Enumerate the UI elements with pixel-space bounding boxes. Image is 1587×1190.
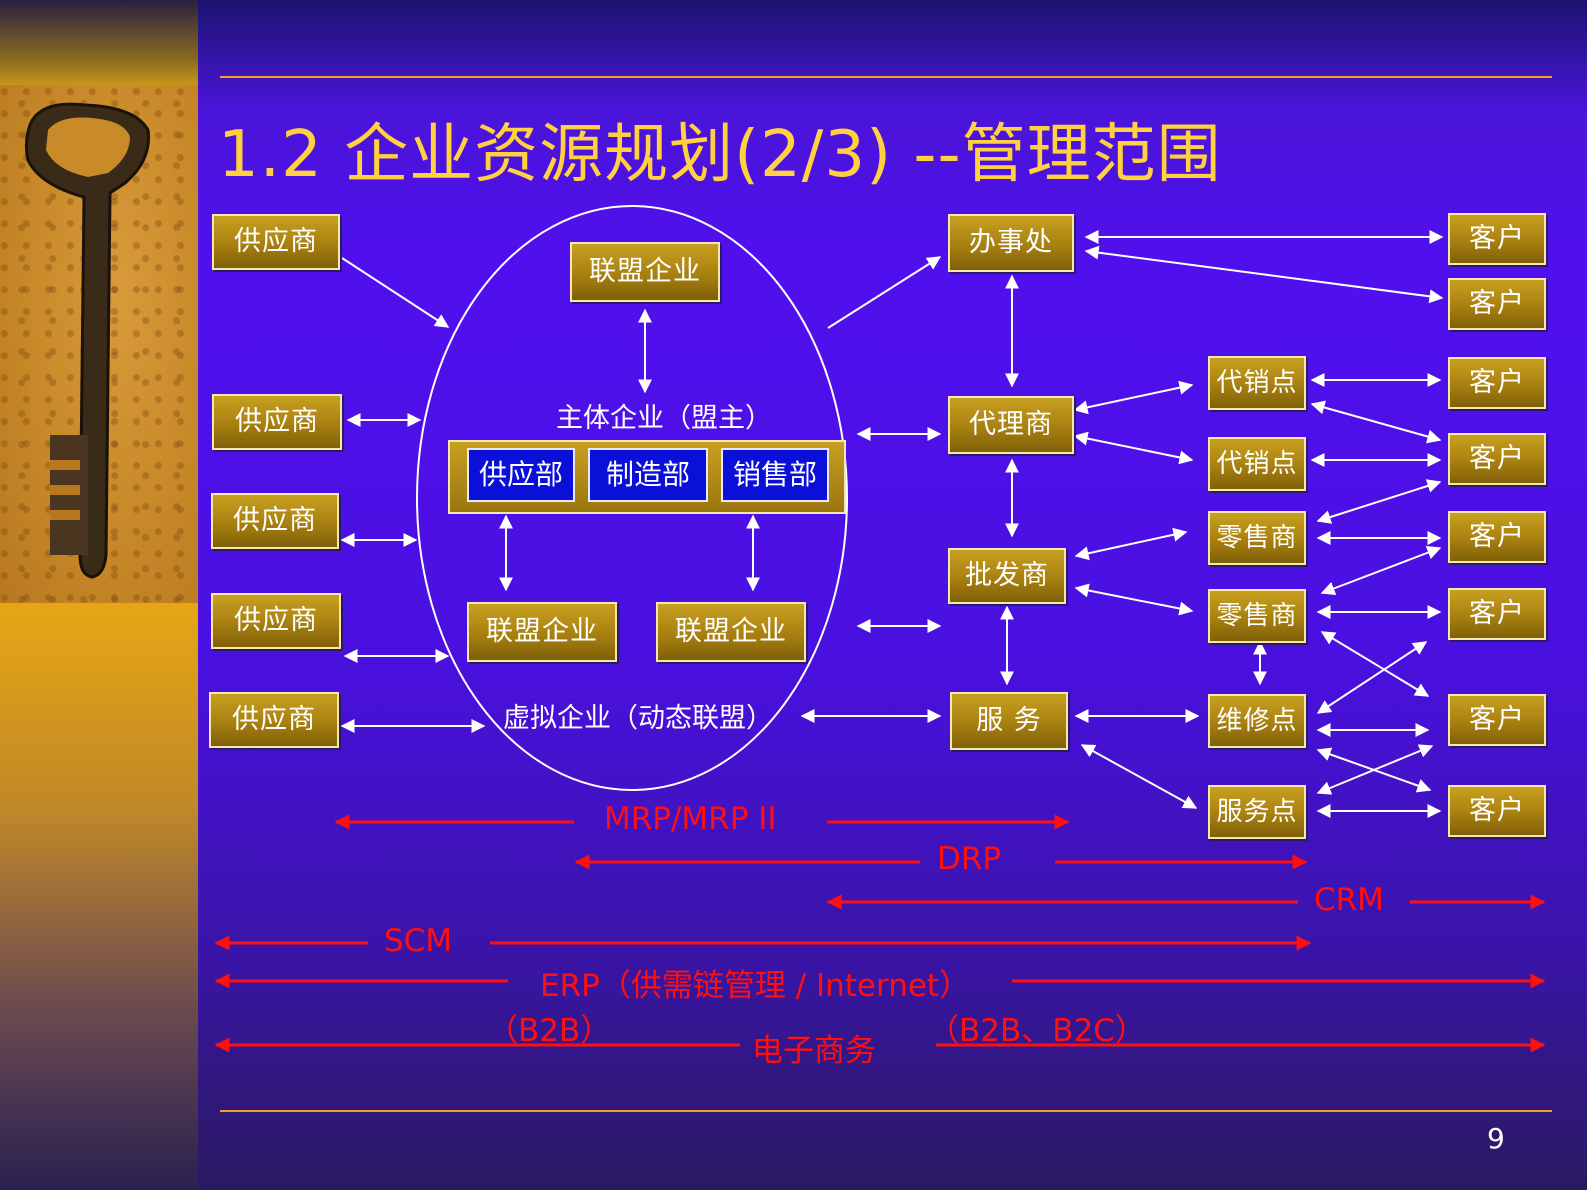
mrp-label: MRP/MRP II (604, 801, 777, 837)
ecommerce-label: 电子商务 (752, 1033, 876, 1069)
supply-department: 供应部 (467, 448, 575, 502)
customer-box: 客户 (1448, 694, 1546, 746)
arrow-retail-customer-5 (1320, 631, 1430, 697)
virtual-enterprise-label: 虚拟企业（动态联盟） (503, 703, 773, 734)
manufacturing-department: 制造部 (588, 448, 708, 502)
customer-box: 客户 (1448, 588, 1546, 640)
bottom-rule (220, 1110, 1552, 1112)
arrow-retail-customer-1 (1316, 479, 1442, 524)
consignment-outlet-box: 代销点 (1208, 437, 1306, 491)
supplier-box: 供应商 (209, 692, 339, 748)
slide-title: 1.2 企业资源规划(2/3) --管理范围 (218, 118, 1222, 192)
consignment-outlet-box: 代销点 (1208, 356, 1306, 410)
page-number: 9 (1487, 1122, 1505, 1155)
customer-box: 客户 (1448, 511, 1546, 563)
customer-box: 客户 (1448, 433, 1546, 485)
repair-point-box: 维修点 (1208, 694, 1306, 748)
key-photo-icon (0, 85, 198, 603)
arrow-wholesaler-retailer-1 (1074, 527, 1188, 561)
customer-box: 客户 (1448, 357, 1546, 409)
retailer-box: 零售商 (1208, 511, 1306, 565)
customer-box: 客户 (1448, 213, 1546, 265)
customer-box: 客户 (1448, 278, 1546, 330)
virtual-enterprise-ellipse (416, 205, 848, 791)
drp-label: DRP (937, 841, 1002, 877)
arrow-service-servicepoint (1080, 744, 1198, 809)
arrow-supplier-1 (341, 257, 450, 328)
supplier-box: 供应商 (211, 493, 339, 549)
alliance-enterprise-right: 联盟企业 (656, 602, 806, 662)
office-box: 办事处 (948, 214, 1074, 272)
alliance-enterprise-top: 联盟企业 (570, 242, 720, 302)
arrow-office-customer-2 (1084, 245, 1444, 304)
service-box: 服 务 (950, 692, 1068, 750)
arrow-agent-outlet-1 (1073, 380, 1194, 415)
customer-box: 客户 (1448, 785, 1546, 837)
b2b-label: （B2B） (487, 1013, 612, 1049)
agent-box: 代理商 (948, 396, 1074, 454)
retailer-box: 零售商 (1208, 589, 1306, 643)
arrow-retail-customer-3 (1320, 545, 1442, 596)
wholesaler-box: 批发商 (948, 548, 1066, 604)
arrow-agent-outlet-2 (1073, 431, 1194, 465)
crm-label: CRM (1314, 882, 1384, 918)
top-rule (220, 76, 1552, 78)
b2b-b2c-label: （B2B、B2C） (928, 1013, 1146, 1049)
erp-label: ERP（供需链管理 / Internet） (540, 968, 971, 1004)
arrow-to-office (827, 256, 942, 329)
supplier-box: 供应商 (212, 214, 340, 270)
scm-label: SCM (384, 923, 453, 959)
arrow-outlet-customer-2 (1310, 400, 1442, 444)
supplier-box: 供应商 (212, 394, 342, 450)
main-enterprise-label: 主体企业（盟主） (556, 403, 772, 434)
arrow-wholesaler-retailer-2 (1074, 583, 1194, 616)
alliance-enterprise-left: 联盟企业 (467, 602, 617, 662)
supplier-box: 供应商 (211, 593, 341, 649)
arrow-servicepoint-customer-1 (1316, 744, 1434, 795)
arrow-repair-customer-1 (1316, 641, 1428, 714)
sales-department: 销售部 (721, 448, 829, 502)
service-point-box: 服务点 (1208, 785, 1306, 839)
